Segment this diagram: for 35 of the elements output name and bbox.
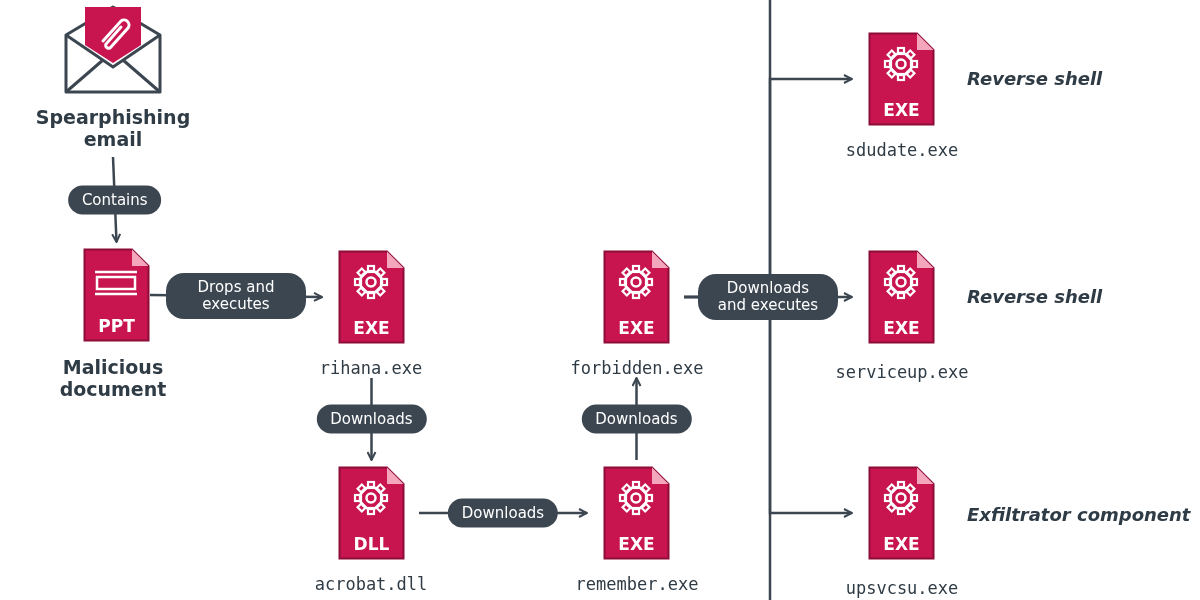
file-name: serviceup.exe — [835, 362, 969, 382]
file-type-label: PPT — [97, 316, 136, 336]
file-type-label: EXE — [882, 534, 921, 554]
envelope-icon — [63, 5, 163, 95]
edge-label: Downloads — [581, 404, 692, 434]
file-document — [868, 250, 935, 344]
edge-label: Drops and executes — [166, 273, 306, 319]
file-type-label: EXE — [617, 318, 656, 338]
file-document — [338, 250, 405, 344]
file-document — [868, 32, 935, 126]
role-label: Reverse shell — [967, 286, 1103, 307]
edge-label: Downloads — [316, 404, 427, 434]
file-name: sdudate.exe — [845, 140, 959, 160]
file-name: rihana.exe — [319, 358, 423, 378]
file-name: upsvcsu.exe — [845, 578, 959, 598]
file-name: remember.exe — [575, 574, 699, 594]
file-document — [603, 250, 670, 344]
node-label: Malicious document — [58, 356, 168, 400]
file-name: forbidden.exe — [570, 358, 704, 378]
file-type-label: EXE — [882, 318, 921, 338]
file-type-label: EXE — [352, 318, 391, 338]
edge-label: Downloads — [447, 498, 559, 528]
node-label: Spearphishing email — [34, 106, 192, 150]
file-document — [603, 466, 670, 560]
file-document — [338, 466, 405, 560]
file-name: acrobat.dll — [314, 574, 428, 594]
file-type-label: DLL — [352, 534, 391, 554]
file-document — [83, 248, 150, 342]
role-label: Exfiltrator component — [967, 504, 1191, 525]
edge-label: Downloads and executes — [698, 274, 838, 320]
file-type-label: EXE — [882, 100, 921, 120]
edge-label: Contains — [67, 185, 162, 214]
file-type-label: EXE — [617, 534, 656, 554]
file-document — [868, 466, 935, 560]
role-label: Reverse shell — [967, 68, 1103, 89]
